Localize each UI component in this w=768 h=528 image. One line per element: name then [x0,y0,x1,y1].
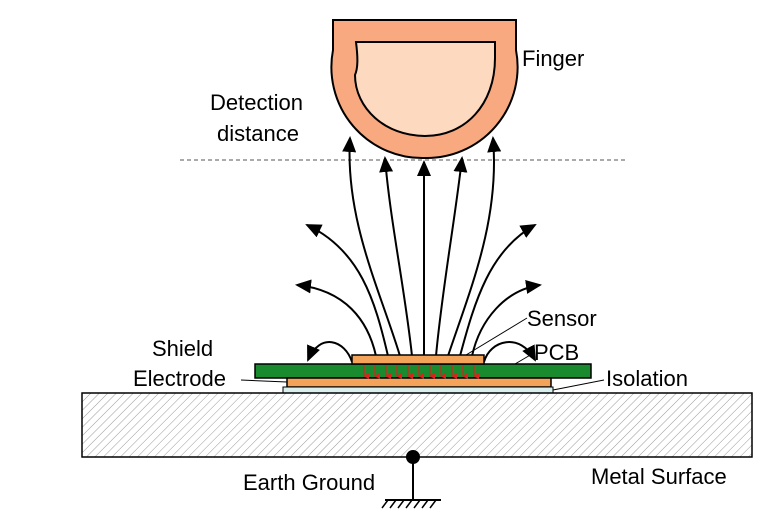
pcb-label: PCB [534,340,579,365]
shield-electrode [286,377,552,388]
field-line [307,341,353,363]
field-line [305,224,389,357]
sensor-to-shield-field-arrows [363,365,479,379]
field-line [459,224,537,357]
field-line [342,136,401,357]
field-line [447,136,502,357]
metal-surface [81,392,753,458]
field-line [295,279,377,357]
finger-nail [353,41,496,138]
sensor-label: Sensor [527,306,597,331]
earth-ground-symbol [381,450,441,509]
field-line [471,280,542,357]
isolation-layer [282,386,554,394]
metal-surface-label: Metal Surface [591,464,727,489]
field-line [435,156,468,357]
field-line [483,341,536,363]
leader-lines [240,317,605,391]
pcb [254,363,592,379]
field-line [379,156,413,357]
finger [330,19,519,160]
detection-distance-label-line1: Detection [210,90,303,115]
finger-label: Finger [522,46,584,71]
sensor-pad [351,354,485,365]
shield-electrode-label-line1: Shield [152,336,213,361]
shield-electrode-label-line2: Electrode [133,366,226,391]
field-lines [295,136,542,363]
detection-distance-label-line2: distance [217,121,299,146]
isolation-label: Isolation [606,366,688,391]
earth-ground-label: Earth Ground [243,470,375,495]
